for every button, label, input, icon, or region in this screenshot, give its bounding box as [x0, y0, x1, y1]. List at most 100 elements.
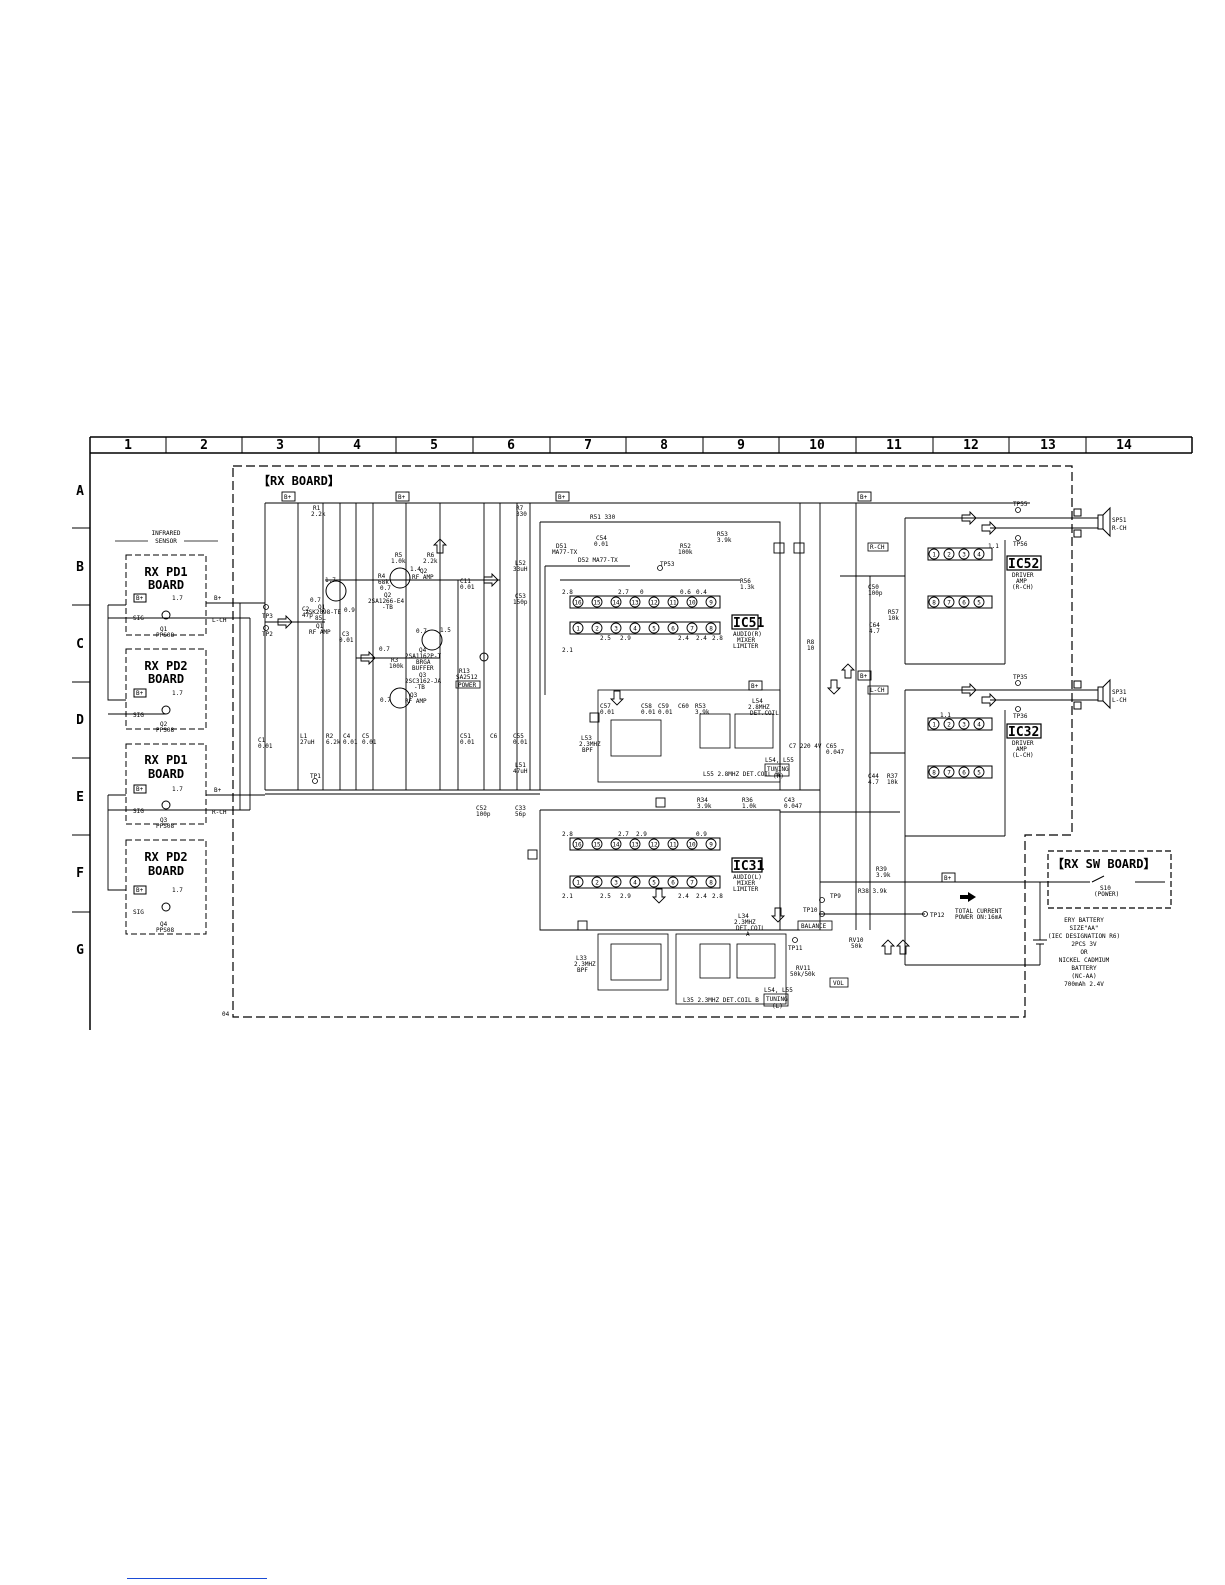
pd2b-bplus: B+: [136, 887, 144, 894]
ic32-top-pin-number: 1: [932, 722, 936, 729]
l53-value: 2.3MHZ: [579, 741, 601, 748]
q4-v07: 0.7: [416, 628, 427, 635]
ic32-v11: 1.1: [940, 712, 951, 719]
ic51-b2: 2.5: [600, 635, 611, 642]
c44-value: 4.7: [868, 779, 879, 786]
d51: D51: [556, 543, 567, 550]
ic31-v2: 2.7: [618, 831, 629, 838]
ic51-top-pin-circle: [705, 596, 717, 608]
l53-bpf: BPF: [582, 747, 593, 754]
ic52-title: IC52: [1008, 557, 1039, 572]
ic52-top-pin-circle: [973, 548, 985, 560]
tp55: TP55: [1013, 501, 1028, 508]
pd1-board-b-line1: RX PD1: [144, 753, 187, 767]
q1-sub: 85L: [315, 615, 326, 622]
ic31-b2: 2.5: [600, 893, 611, 900]
lch-tag: L-CH: [870, 687, 885, 694]
pd2-board-a-line2: BOARD: [148, 672, 184, 686]
ic51-l2: MIXER: [737, 637, 755, 644]
c60: C60: [678, 703, 689, 710]
col-2: 2: [200, 438, 208, 453]
battery-line-9: 700mAh 2.4V: [1064, 981, 1104, 988]
ic31-top-pin-number: 13: [631, 842, 639, 849]
sensor-section: INFRARED SENSOR RX PD1 BOARD B+ 1.7 SIG …: [107, 530, 265, 935]
ic51-top-pin-circle: [591, 596, 603, 608]
q3-fn-label: Q3: [410, 692, 418, 699]
bplus-4: B+: [860, 494, 868, 501]
ic31-v0: 2.8: [562, 831, 573, 838]
ic51-b6: 2.4: [696, 635, 707, 642]
r53b-value: 3.9k: [695, 709, 710, 716]
ic32-l2: AMP: [1016, 746, 1027, 753]
ic31-bottom-pin-circle: [591, 876, 603, 888]
c7: C7 220 4V: [789, 743, 822, 750]
ic32-top-pin-number: 3: [962, 722, 966, 729]
battery-line-4: 2PCS 3V: [1071, 941, 1097, 948]
ic51-b0: 2.1: [562, 647, 573, 654]
pd2b-q: Q4: [160, 921, 168, 928]
ic52-top-pin-circle: [928, 548, 940, 560]
c53: C53: [515, 593, 526, 600]
l54-r-label: L54: [752, 698, 763, 705]
ic52-l2: AMP: [1016, 578, 1027, 585]
r2: R2: [326, 733, 334, 740]
col-12: 12: [963, 438, 979, 453]
tp35: TP35: [1013, 674, 1028, 681]
led-type: SA2512: [456, 674, 478, 681]
ic31-bottom-pin-circle: [629, 876, 641, 888]
total-current-2: POWER ON:16mA: [955, 914, 1002, 921]
ic31-top-pin-number: 9: [709, 842, 713, 849]
ic51-b3: 2.9: [620, 635, 631, 642]
col-7: 7: [584, 438, 592, 453]
ic31-top-pin-circle: [572, 838, 584, 850]
ic52-v11: 1.1: [988, 543, 999, 550]
ic31-b5: 2.4: [678, 893, 689, 900]
q3-type: 2SC3162-JA: [405, 678, 442, 685]
ic31-top-pin-circle: [629, 838, 641, 850]
column-labels: 1 2 3 4 5 6 7 8 9 10 11 12 13 14: [124, 438, 1132, 453]
battery-line-1: ERY BATTERY: [1064, 917, 1104, 924]
battery-line-6: NICKEL CADMIUM: [1059, 957, 1110, 964]
ic51-block: IC51 AUDIO(R) MIXER LIMITER 2.8 2.7 0 0.…: [562, 589, 764, 654]
ic51-b5: 2.4: [678, 635, 689, 642]
ic31-bottom-pin-circle: [667, 876, 679, 888]
r36-value: 1.0k: [742, 803, 757, 810]
c65-value: 0.047: [826, 749, 844, 756]
row-b: B: [76, 560, 84, 575]
ic51-bottom-pin-number: 8: [709, 626, 713, 633]
c52-value: 100p: [476, 811, 491, 818]
c59: C59: [658, 703, 669, 710]
ic31-bottom-pin-number: 7: [690, 880, 694, 887]
ic51-bottom-pin-circle: [648, 622, 660, 634]
ic31-bottom-pin-circle: [572, 876, 584, 888]
ic31-bottom-pin-circle: [610, 876, 622, 888]
c54: C54: [596, 535, 607, 542]
ic52-block: IC52 DRIVER AMP (R-CH) 1.1: [927, 543, 1042, 609]
c4-value: 0.01: [343, 739, 358, 746]
col-3: 3: [276, 438, 284, 453]
r36: R36: [742, 797, 753, 804]
c3: C3: [342, 631, 350, 638]
tuning-l-label: TUNING: [766, 996, 788, 1003]
rv11: RV11: [796, 965, 811, 972]
ic52-top-pin-number: 1: [932, 552, 936, 559]
ic31-top-pin-circle: [591, 838, 603, 850]
ic51-v2: 2.7: [618, 589, 629, 596]
ic32-top-pin-circle: [973, 718, 985, 730]
c55: C55: [513, 733, 524, 740]
c1-value: 0.01: [258, 743, 273, 750]
bplus-2: B+: [398, 494, 406, 501]
l1: L1: [300, 733, 308, 740]
r7-value: 330: [516, 511, 527, 518]
ic52-bottom-pin-circle: [928, 596, 940, 608]
q4-label: Q4: [419, 647, 427, 654]
bplus-label-2: B+: [214, 787, 222, 794]
ic31-l1: AUDIO(L): [733, 874, 762, 881]
ic31-bottom-pin-number: 3: [614, 880, 618, 887]
q4-v15: 1.5: [440, 627, 451, 634]
ic31-top-pin-number: 12: [650, 842, 658, 849]
row-a: A: [76, 484, 84, 499]
ic51-top-pin-number: 11: [669, 600, 677, 607]
